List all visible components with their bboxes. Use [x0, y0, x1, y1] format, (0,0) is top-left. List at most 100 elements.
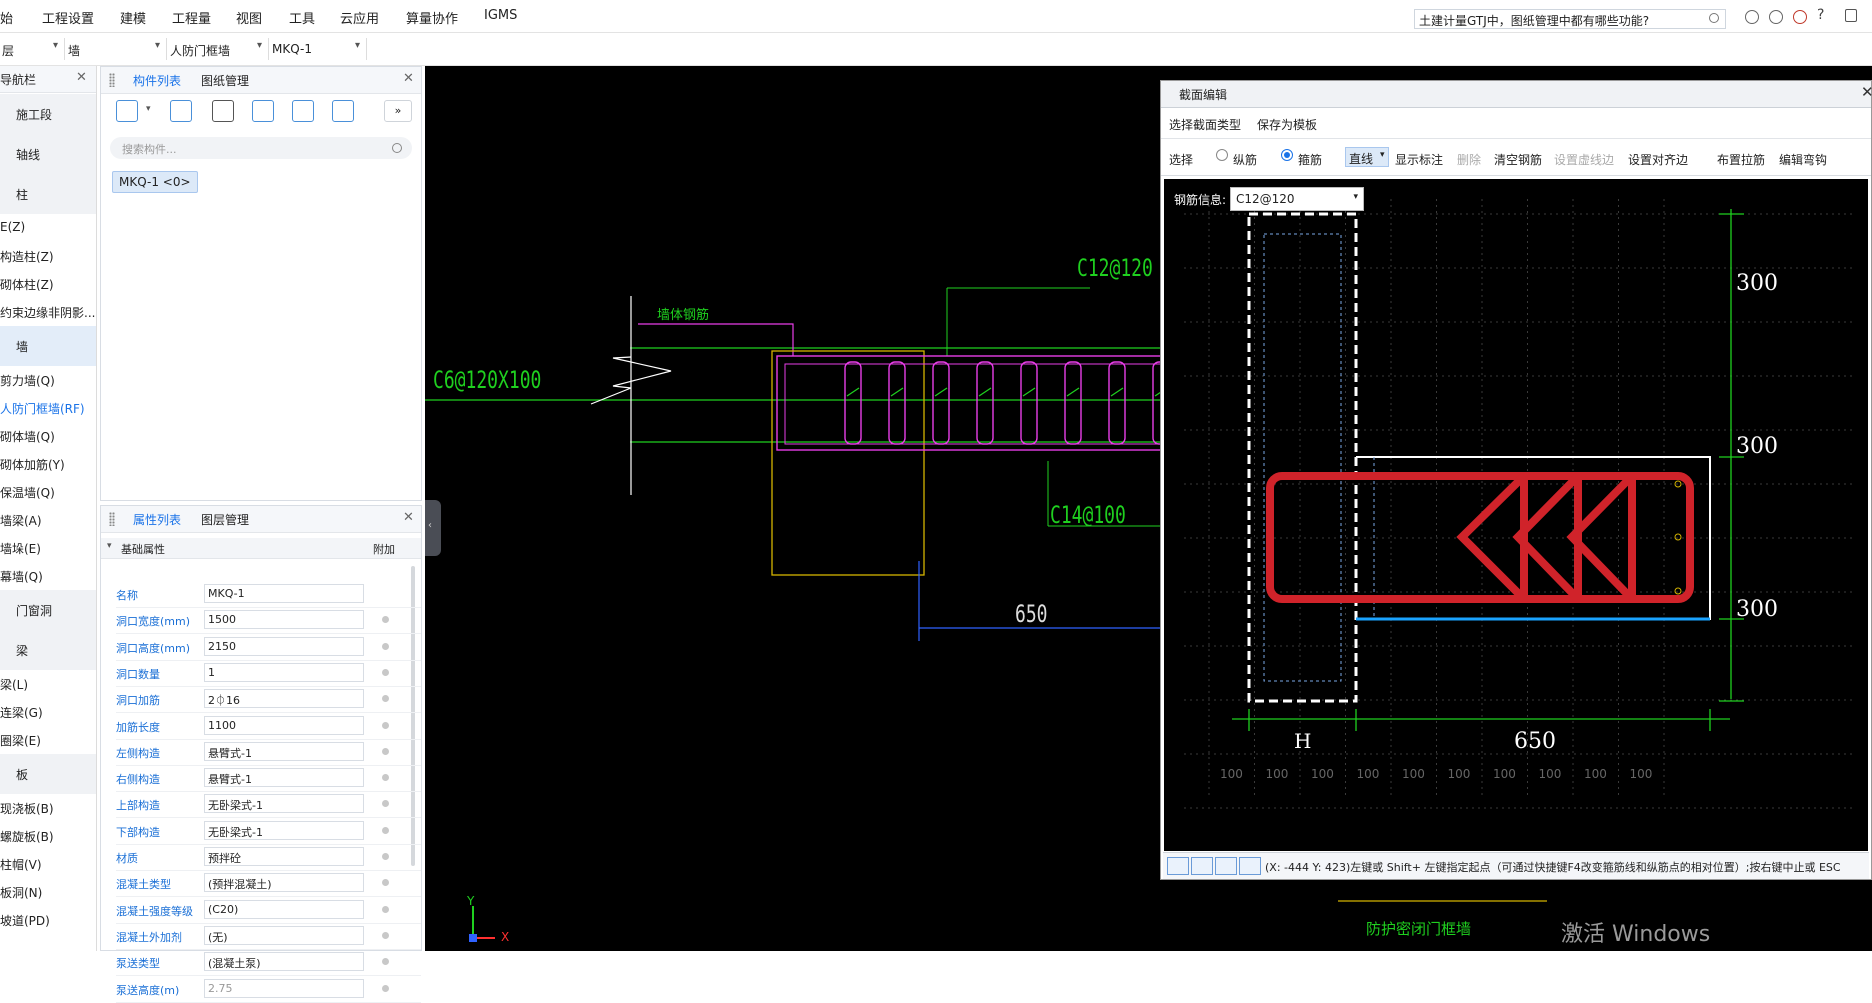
attach-checkbox[interactable]	[382, 616, 389, 624]
orthogonal-line-icon[interactable]	[1167, 857, 1189, 875]
nav-item[interactable]: 保温墙(Q)	[0, 478, 96, 506]
nav-item[interactable]: 梁(L)	[0, 670, 96, 698]
property-value-input[interactable]: 1	[204, 662, 364, 682]
close-icon[interactable]: ✕	[76, 70, 87, 85]
nav-item[interactable]: 轴线	[0, 134, 96, 174]
select-section-type-button[interactable]: 选择截面类型	[1169, 118, 1242, 132]
attach-checkbox[interactable]	[382, 984, 389, 992]
place-tie-button[interactable]: 布置拉筋	[1717, 153, 1766, 167]
menu-cloud[interactable]: 云应用	[340, 12, 380, 27]
property-value-input[interactable]: 2150	[204, 636, 364, 656]
menu-view[interactable]: 视图	[236, 12, 263, 27]
copy-icon[interactable]	[170, 100, 192, 122]
property-value-input[interactable]: MKQ-1	[204, 584, 364, 603]
menu-modeling[interactable]: 建模	[120, 12, 147, 27]
nav-item[interactable]: 门窗洞	[0, 590, 96, 630]
select-button[interactable]: 选择	[1169, 153, 1194, 167]
property-value-input[interactable]: 1500	[204, 610, 364, 630]
nav-item[interactable]: 柱	[0, 174, 96, 214]
shirt-icon[interactable]	[1845, 9, 1857, 22]
nav-item[interactable]: 构造柱(Z)	[0, 242, 96, 270]
set-align-edge-button[interactable]: 设置对齐边	[1628, 153, 1689, 167]
help-search-input[interactable]: 土建计量GTJ中，图纸管理中都有哪些功能?	[1414, 9, 1726, 29]
property-value-input[interactable]: (预拌混凝土)	[204, 873, 364, 893]
menu-project-settings[interactable]: 工程设置	[42, 12, 95, 27]
delete-icon[interactable]	[212, 100, 234, 122]
nav-item[interactable]: 梁	[0, 630, 96, 670]
property-value-input[interactable]: 预拌砼	[204, 847, 364, 866]
help-icon[interactable]: ?	[1817, 7, 1825, 23]
nav-item[interactable]: 墙垛(E)	[0, 534, 96, 562]
new-component-icon[interactable]	[116, 100, 138, 122]
attach-checkbox[interactable]	[382, 905, 389, 913]
tab-drawing-management[interactable]: 图纸管理	[201, 74, 250, 88]
attach-checkbox[interactable]	[382, 721, 389, 729]
search-icon[interactable]	[1709, 13, 1719, 23]
nav-item[interactable]: 现浇板(B)	[0, 794, 96, 822]
nav-item[interactable]: 砌体墙(Q)	[0, 422, 96, 450]
type-select[interactable]: 人防门框墙 ▾	[168, 38, 269, 60]
radio-stirrup[interactable]	[1281, 149, 1293, 161]
nav-item[interactable]: 墙	[0, 326, 96, 366]
component-item-mkq-1[interactable]: MKQ-1 <0>	[112, 171, 198, 193]
chevron-down-icon[interactable]: ▾	[146, 104, 151, 114]
component-search-input[interactable]: 搜索构件...	[110, 137, 412, 159]
property-value-input[interactable]: 无卧梁式-1	[204, 820, 364, 840]
more-icon[interactable]: »	[384, 100, 412, 122]
menu-collaboration[interactable]: 算量协作	[406, 12, 459, 27]
tab-layer-management[interactable]: 图层管理	[201, 513, 250, 527]
nav-item[interactable]: 板	[0, 754, 96, 794]
line-mode-dropdown[interactable]: 直线 ▾	[1345, 147, 1389, 167]
tab-component-list[interactable]: 构件列表	[133, 74, 182, 88]
nav-item[interactable]: 约束边缘非阴影...	[0, 298, 96, 326]
attach-checkbox[interactable]	[382, 800, 389, 808]
layer-copy-icon[interactable]	[252, 100, 274, 122]
nav-item[interactable]: 坡道(PD)	[0, 906, 96, 934]
attach-checkbox[interactable]	[382, 747, 389, 755]
attach-checkbox[interactable]	[382, 695, 389, 703]
drag-handle-icon[interactable]	[109, 512, 115, 526]
property-value-input[interactable]: 悬臂式-1	[204, 768, 364, 788]
clear-rebar-button[interactable]: 清空钢筋	[1494, 153, 1543, 167]
nav-item[interactable]: 板洞(N)	[0, 878, 96, 906]
diagonal-line-icon[interactable]	[1191, 857, 1213, 875]
attach-checkbox[interactable]	[382, 774, 389, 782]
property-scrollbar[interactable]	[411, 566, 415, 866]
property-value-input[interactable]: (C20)	[204, 899, 364, 919]
nav-item[interactable]: 螺旋板(B)	[0, 822, 96, 850]
property-section-header[interactable]: ▾ 基础属性 附加	[101, 538, 421, 559]
attach-checkbox[interactable]	[382, 826, 389, 834]
menu-quantity[interactable]: 工程量	[172, 12, 212, 27]
floor-select[interactable]: 层 ▾	[0, 38, 65, 60]
nav-item[interactable]: 柱帽(V)	[0, 850, 96, 878]
tab-property-list[interactable]: 属性列表	[133, 513, 182, 527]
drag-handle-icon[interactable]	[109, 73, 115, 87]
add-point-icon[interactable]	[1239, 857, 1261, 875]
nav-item[interactable]: 墙梁(A)	[0, 506, 96, 534]
search-icon[interactable]	[392, 143, 402, 153]
nav-item[interactable]: 人防门框墙(RF)	[0, 394, 96, 422]
cloud-icon[interactable]	[1793, 10, 1807, 24]
headset-icon[interactable]	[1769, 10, 1783, 24]
close-icon[interactable]: ✕	[403, 510, 414, 525]
delete-button[interactable]: 删除	[1457, 153, 1482, 167]
menu-tools[interactable]: 工具	[289, 12, 316, 27]
attach-checkbox[interactable]	[382, 879, 389, 887]
close-icon[interactable]: ✕	[1861, 83, 1872, 101]
edit-hook-button[interactable]: 编辑弯钩	[1779, 153, 1828, 167]
menu-igms[interactable]: IGMS	[484, 8, 518, 23]
show-dimensions-button[interactable]: 显示标注	[1395, 153, 1444, 167]
dialog-titlebar[interactable]: 截面编辑 ✕	[1161, 81, 1872, 108]
nav-item[interactable]: E(Z)	[0, 214, 96, 242]
property-value-input[interactable]: 无卧梁式-1	[204, 794, 364, 814]
radio-longitudinal[interactable]	[1216, 149, 1228, 161]
property-value-input[interactable]: (混凝土泵)	[204, 952, 364, 972]
menu-start[interactable]: 始	[0, 12, 14, 27]
export-icon[interactable]	[332, 100, 354, 122]
property-value-input[interactable]: 2⏀16	[204, 689, 364, 709]
nav-item[interactable]: 施工段	[0, 94, 96, 134]
nav-item[interactable]: 幕墙(Q)	[0, 562, 96, 590]
property-value-input[interactable]: 2.75	[204, 978, 364, 998]
component-select[interactable]: MKQ-1 ▾	[270, 38, 367, 60]
